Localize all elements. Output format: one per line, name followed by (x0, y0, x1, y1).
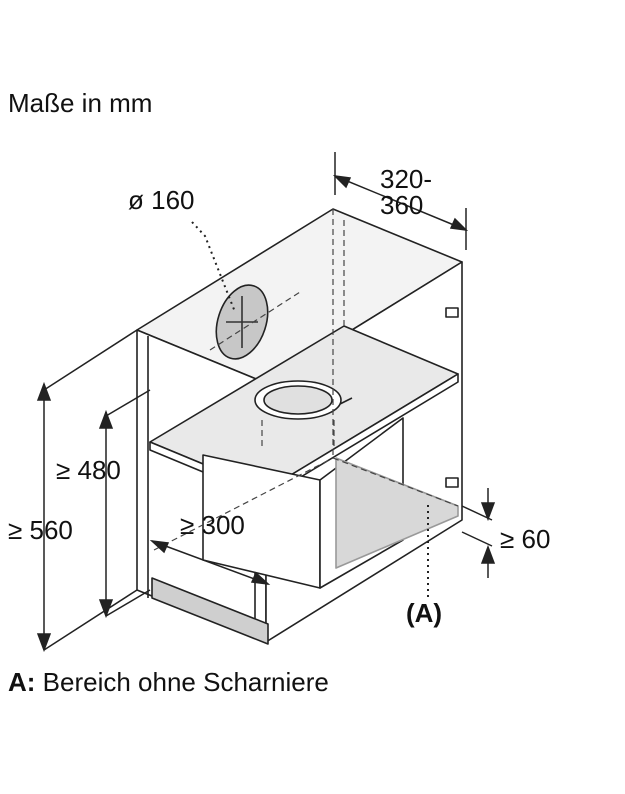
legend-caption: A: Bereich ohne Scharniere (8, 667, 329, 698)
width-300-label: ≥ 300 (180, 510, 245, 540)
diameter-label: ø 160 (128, 185, 195, 215)
depth-label-top: 320- (380, 164, 433, 194)
legend-text: Bereich ohne Scharniere (35, 667, 329, 697)
height-480-label: ≥ 480 (56, 455, 121, 485)
hinge-top (445, 307, 459, 318)
height-60-label: ≥ 60 (500, 524, 551, 554)
diameter-leader (191, 221, 236, 313)
page-title: Maße in mm (8, 88, 153, 118)
height-560-label: ≥ 560 (8, 515, 73, 545)
bottom-strip (151, 577, 269, 645)
legend-key: A: (8, 667, 36, 697)
depth-label-bottom: 360 (380, 190, 424, 220)
hinge-bottom (445, 477, 459, 488)
marker-a-label: (A) (406, 598, 443, 628)
